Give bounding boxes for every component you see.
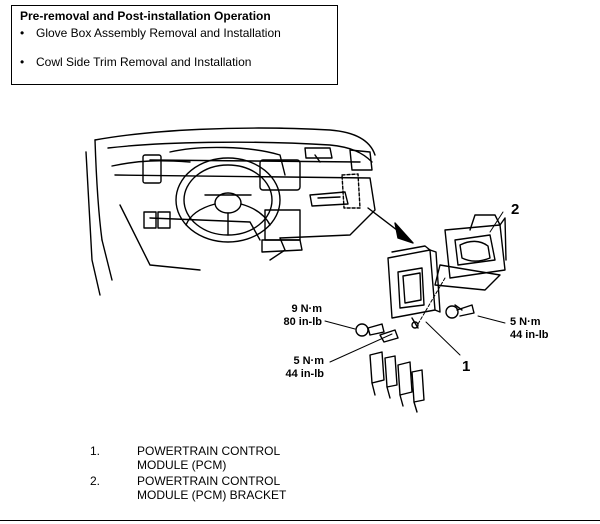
legend-number: 1. (90, 444, 101, 458)
legend-item: 2. POWERTRAIN CONTROL MODULE (PCM) BRACK… (90, 474, 337, 502)
connectors-drawing (369, 351, 425, 413)
leader-lines (324, 211, 506, 363)
operation-list: Glove Box Assembly Removal and Installat… (20, 26, 329, 69)
torque-label-lower-left: 5 N·m 44 in-lb (250, 355, 324, 381)
torque-value-nm: 5 N·m (293, 355, 324, 367)
legend-item: 1. POWERTRAIN CONTROL MODULE (PCM) (90, 444, 337, 472)
part-number-1: 1 (462, 358, 471, 375)
torque-value-nm: 9 N·m (291, 303, 322, 315)
legend-description: POWERTRAIN CONTROL MODULE (PCM) (137, 444, 337, 472)
torque-value-inlb: 44 in-lb (285, 368, 324, 380)
part-number-2: 2 (511, 201, 520, 218)
legend-number: 2. (90, 474, 101, 488)
screws-drawing (355, 304, 475, 343)
operation-item-glove-box: Glove Box Assembly Removal and Installat… (20, 26, 329, 40)
pre-removal-box: Pre-removal and Post-installation Operat… (11, 5, 338, 85)
dashboard-drawing (85, 127, 414, 296)
operation-item-cowl-trim: Cowl Side Trim Removal and Installation (20, 55, 329, 69)
torque-label-right: 5 N·m 44 in-lb (510, 316, 549, 342)
pcm-bracket-drawing (434, 214, 507, 291)
torque-value-inlb: 80 in-lb (283, 316, 322, 328)
legend-line: POWERTRAIN CONTROL (137, 444, 281, 458)
pcm-location-illustration (85, 127, 507, 413)
pcm-module-drawing (387, 245, 441, 329)
legend-description: POWERTRAIN CONTROL MODULE (PCM) BRACKET (137, 474, 337, 502)
torque-value-inlb: 44 in-lb (510, 329, 549, 341)
parts-legend: 1. POWERTRAIN CONTROL MODULE (PCM) 2. PO… (90, 444, 337, 504)
legend-line: MODULE (PCM) BRACKET (137, 488, 287, 502)
operation-title: Pre-removal and Post-installation Operat… (20, 9, 271, 23)
torque-label-upper-left: 9 N·m 80 in-lb (252, 303, 322, 329)
bottom-divider (0, 520, 600, 521)
legend-line: MODULE (PCM) (137, 458, 227, 472)
legend-line: POWERTRAIN CONTROL (137, 474, 281, 488)
torque-value-nm: 5 N·m (510, 316, 541, 328)
